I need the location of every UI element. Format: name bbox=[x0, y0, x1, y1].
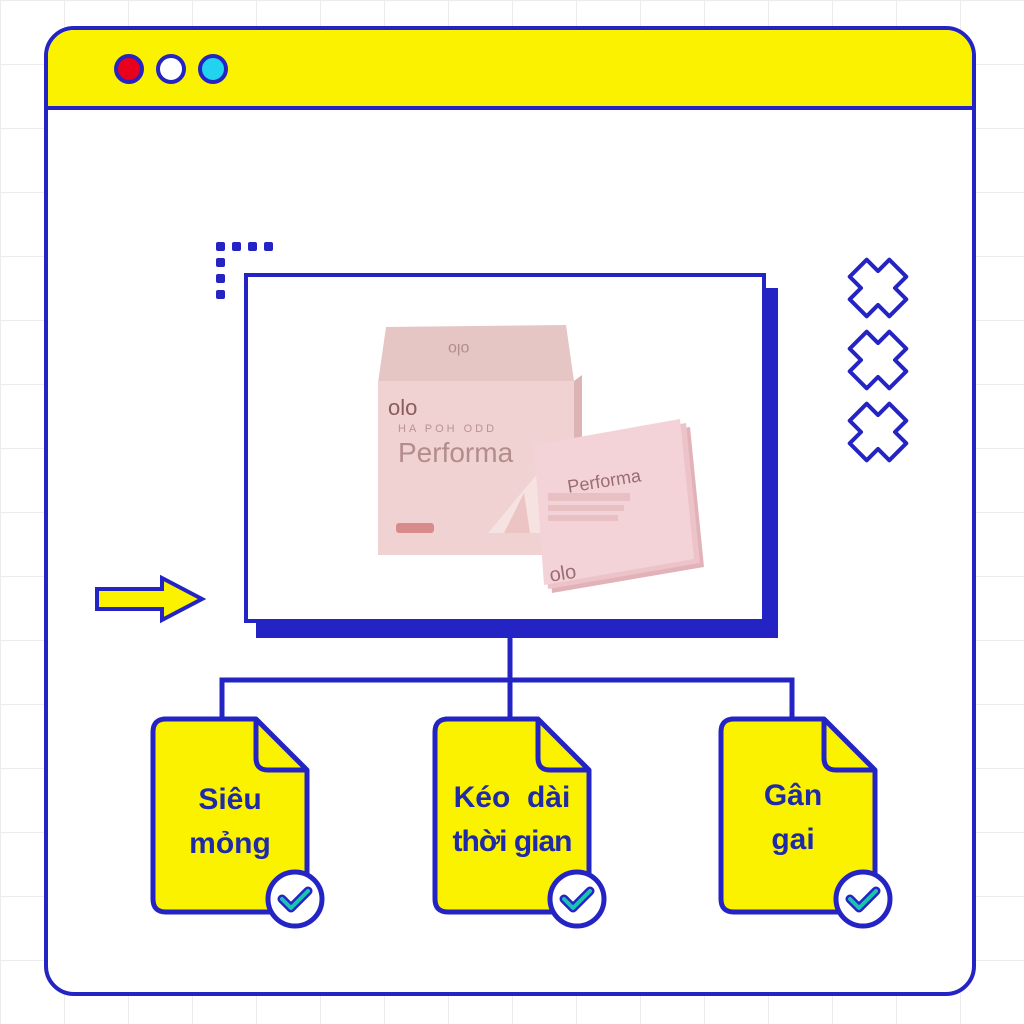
feature-card-thin: Siêu mỏng bbox=[150, 716, 330, 930]
product-image bbox=[378, 325, 704, 593]
feature-label-line2: thời gian bbox=[452, 825, 573, 858]
arrow-right-icon bbox=[95, 574, 207, 624]
product-frame: olo olo HA POH ODD Performa Performa olo bbox=[244, 273, 766, 623]
feature-label-line2: gai bbox=[771, 823, 815, 856]
feature-label-line2: mỏng bbox=[189, 827, 271, 860]
dotted-corner-icon bbox=[216, 242, 273, 299]
feature-label-line1: Siêu bbox=[198, 783, 262, 816]
feature-label-line1: Gân bbox=[763, 779, 823, 812]
close-dot[interactable] bbox=[114, 54, 144, 84]
feature-card-long-lasting: Kéo dài thời gian bbox=[432, 716, 612, 930]
minimize-dot[interactable] bbox=[156, 54, 186, 84]
box-subtitle: HA POH ODD bbox=[398, 423, 498, 435]
check-circle-icon bbox=[833, 869, 893, 929]
box-title: Performa bbox=[398, 437, 514, 468]
check-circle-icon bbox=[265, 869, 325, 929]
box-brand: olo bbox=[388, 395, 418, 420]
feature-label-line1: Kéo dài bbox=[453, 781, 571, 814]
cross-stack-icon bbox=[847, 257, 909, 463]
feature-card-ribbed: Gân gai bbox=[718, 716, 898, 930]
window-titlebar bbox=[48, 30, 972, 110]
maximize-dot[interactable] bbox=[198, 54, 228, 84]
document-shape bbox=[150, 716, 310, 915]
check-circle-icon bbox=[547, 869, 607, 929]
